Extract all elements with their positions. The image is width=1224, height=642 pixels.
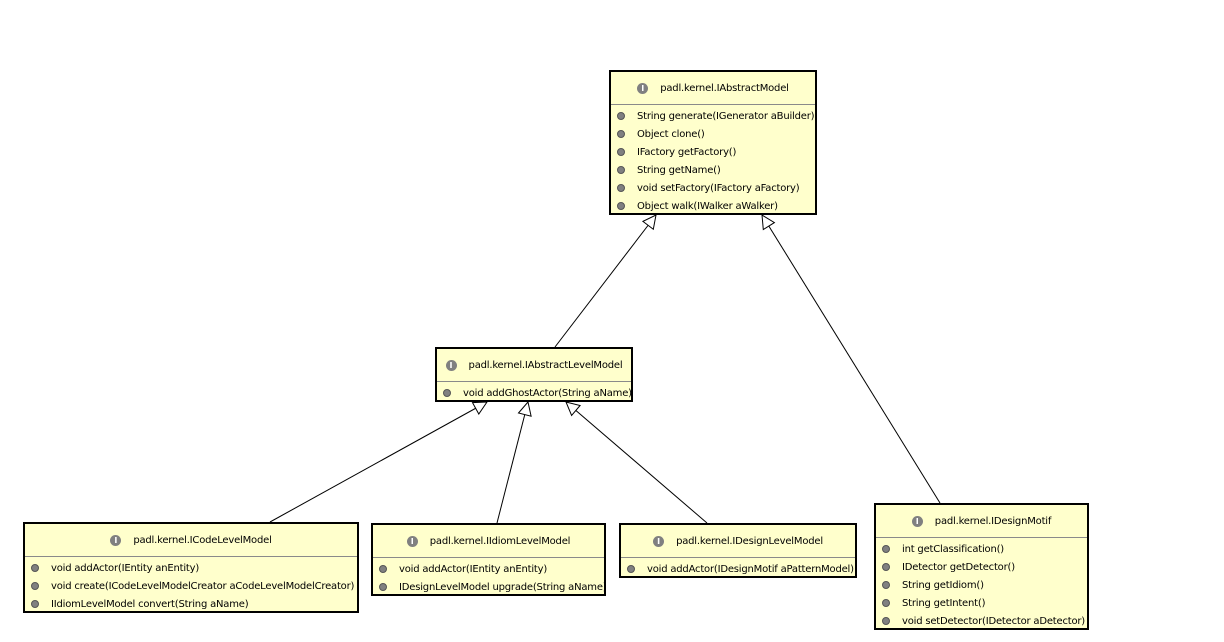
inheritance-arrowhead: [517, 400, 532, 417]
method-list: String generate(IGenerator aBuilder) Obj…: [611, 105, 815, 215]
interface-name: padl.kernel.ICodeLevelModel: [133, 534, 272, 546]
method-row: IDesignLevelModel upgrade(String aName): [373, 578, 607, 596]
edge-idiomlevelmodel-to-abstractlevelmodel: [496, 401, 529, 524]
method-row: void addActor(IEntity anEntity): [25, 559, 357, 577]
interface-icon: I: [653, 535, 665, 547]
method-row: Object walk(IWalker aWalker): [611, 197, 815, 215]
inheritance-arrowhead: [761, 214, 776, 231]
public-method-icon: [617, 202, 625, 210]
public-method-icon: [617, 130, 625, 138]
method-list: void addGhostActor(String aName): [437, 382, 632, 402]
public-method-icon: [379, 565, 387, 573]
method-signature: Object walk(IWalker aWalker): [637, 200, 778, 212]
interface-name: padl.kernel.IAbstractLevelModel: [468, 359, 623, 371]
method-row: void addGhostActor(String aName): [437, 384, 632, 402]
public-method-icon: [31, 600, 39, 608]
method-signature: IFactory getFactory(): [637, 146, 737, 158]
method-row: String getIdiom(): [876, 576, 1087, 594]
public-method-icon: [882, 617, 890, 625]
method-signature: Object clone(): [637, 128, 705, 140]
interface-box-iabstractmodel[interactable]: I padl.kernel.IAbstractModel String gene…: [609, 70, 817, 215]
method-signature: String getIdiom(): [902, 579, 984, 591]
public-method-icon: [882, 563, 890, 571]
method-row: IIdiomLevelModel convert(String aName): [25, 595, 357, 613]
interface-icon: I: [110, 534, 122, 546]
inheritance-arrowhead: [471, 401, 488, 415]
interface-icon: I: [911, 515, 923, 527]
public-method-icon: [379, 583, 387, 591]
edge-designlevelmodel-to-abstractlevelmodel: [565, 401, 708, 524]
method-signature: String getName(): [637, 164, 721, 176]
interface-name: padl.kernel.IDesignLevelModel: [676, 535, 823, 547]
interface-header: I padl.kernel.IAbstractModel: [611, 72, 815, 105]
interface-header: I padl.kernel.IIdiomLevelModel: [373, 525, 604, 558]
method-signature: IIdiomLevelModel convert(String aName): [51, 598, 249, 610]
interface-name: padl.kernel.IAbstractModel: [660, 82, 789, 94]
method-signature: IDesignLevelModel upgrade(String aName): [399, 581, 607, 593]
method-signature: String getIntent(): [902, 597, 986, 609]
interface-box-idesignlevelmodel[interactable]: I padl.kernel.IDesignLevelModel void add…: [619, 523, 857, 578]
method-list: int getClassification() IDetector getDet…: [876, 538, 1087, 630]
method-row: void addActor(IDesignMotif aPatternModel…: [621, 560, 855, 578]
method-signature: void create(ICodeLevelModelCreator aCode…: [51, 580, 355, 592]
inheritance-arrowhead: [565, 401, 582, 417]
public-method-icon: [617, 112, 625, 120]
method-signature: void addActor(IDesignMotif aPatternModel…: [647, 563, 854, 575]
method-list: void addActor(IEntity anEntity) void cre…: [25, 557, 357, 613]
method-signature: void addActor(IEntity anEntity): [399, 563, 548, 575]
interface-header: I padl.kernel.IAbstractLevelModel: [437, 349, 631, 382]
method-signature: IDetector getDetector(): [902, 561, 1015, 573]
interface-icon: I: [445, 359, 457, 371]
method-row: IFactory getFactory(): [611, 143, 815, 161]
interface-header: I padl.kernel.ICodeLevelModel: [25, 524, 357, 557]
method-list: void addActor(IEntity anEntity) IDesignL…: [373, 558, 607, 596]
method-row: Object clone(): [611, 125, 815, 143]
method-signature: void addActor(IEntity anEntity): [51, 562, 200, 574]
method-signature: void addGhostActor(String aName): [463, 387, 632, 399]
edge-codelevelmodel-to-abstractlevelmodel: [269, 401, 488, 523]
interface-name: padl.kernel.IDesignMotif: [934, 515, 1052, 527]
public-method-icon: [882, 545, 890, 553]
method-row: IDetector getDetector(): [876, 558, 1087, 576]
interface-box-iabstractlevelmodel[interactable]: I padl.kernel.IAbstractLevelModel void a…: [435, 347, 633, 402]
interface-icon: I: [406, 535, 418, 547]
interface-header: I padl.kernel.IDesignLevelModel: [621, 525, 855, 558]
public-method-icon: [882, 581, 890, 589]
public-method-icon: [627, 565, 635, 573]
public-method-icon: [443, 389, 451, 397]
interface-name: padl.kernel.IIdiomLevelModel: [429, 535, 571, 547]
method-row: void addActor(IEntity anEntity): [373, 560, 604, 578]
method-row: String getIntent(): [876, 594, 1087, 612]
public-method-icon: [617, 148, 625, 156]
method-list: void addActor(IDesignMotif aPatternModel…: [621, 558, 855, 578]
method-row: int getClassification(): [876, 540, 1087, 558]
method-signature: String generate(IGenerator aBuilder): [637, 110, 815, 122]
interface-icon: I: [637, 82, 649, 94]
public-method-icon: [882, 599, 890, 607]
method-row: String getName(): [611, 161, 815, 179]
method-row: void setFactory(IFactory aFactory): [611, 179, 815, 197]
interface-box-icodelevelmodel[interactable]: I padl.kernel.ICodeLevelModel void addAc…: [23, 522, 359, 613]
method-row: void create(ICodeLevelModelCreator aCode…: [25, 577, 357, 595]
interface-box-idesignmotif[interactable]: I padl.kernel.IDesignMotif int getClassi…: [874, 503, 1089, 630]
method-row: void setDetector(IDetector aDetector): [876, 612, 1087, 630]
public-method-icon: [617, 184, 625, 192]
public-method-icon: [31, 564, 39, 572]
method-signature: void setDetector(IDetector aDetector): [902, 615, 1086, 627]
public-method-icon: [31, 582, 39, 590]
interface-header: I padl.kernel.IDesignMotif: [876, 505, 1087, 538]
public-method-icon: [617, 166, 625, 174]
edge-abstractlevelmodel-to-abstractmodel: [554, 214, 657, 348]
inheritance-arrowhead: [641, 214, 657, 231]
edge-designmotif-to-abstractmodel: [761, 214, 941, 504]
method-row: String generate(IGenerator aBuilder): [611, 107, 815, 125]
method-signature: void setFactory(IFactory aFactory): [637, 182, 800, 194]
interface-box-iidiomlevelmodel[interactable]: I padl.kernel.IIdiomLevelModel void addA…: [371, 523, 607, 596]
method-signature: int getClassification(): [902, 543, 1005, 555]
